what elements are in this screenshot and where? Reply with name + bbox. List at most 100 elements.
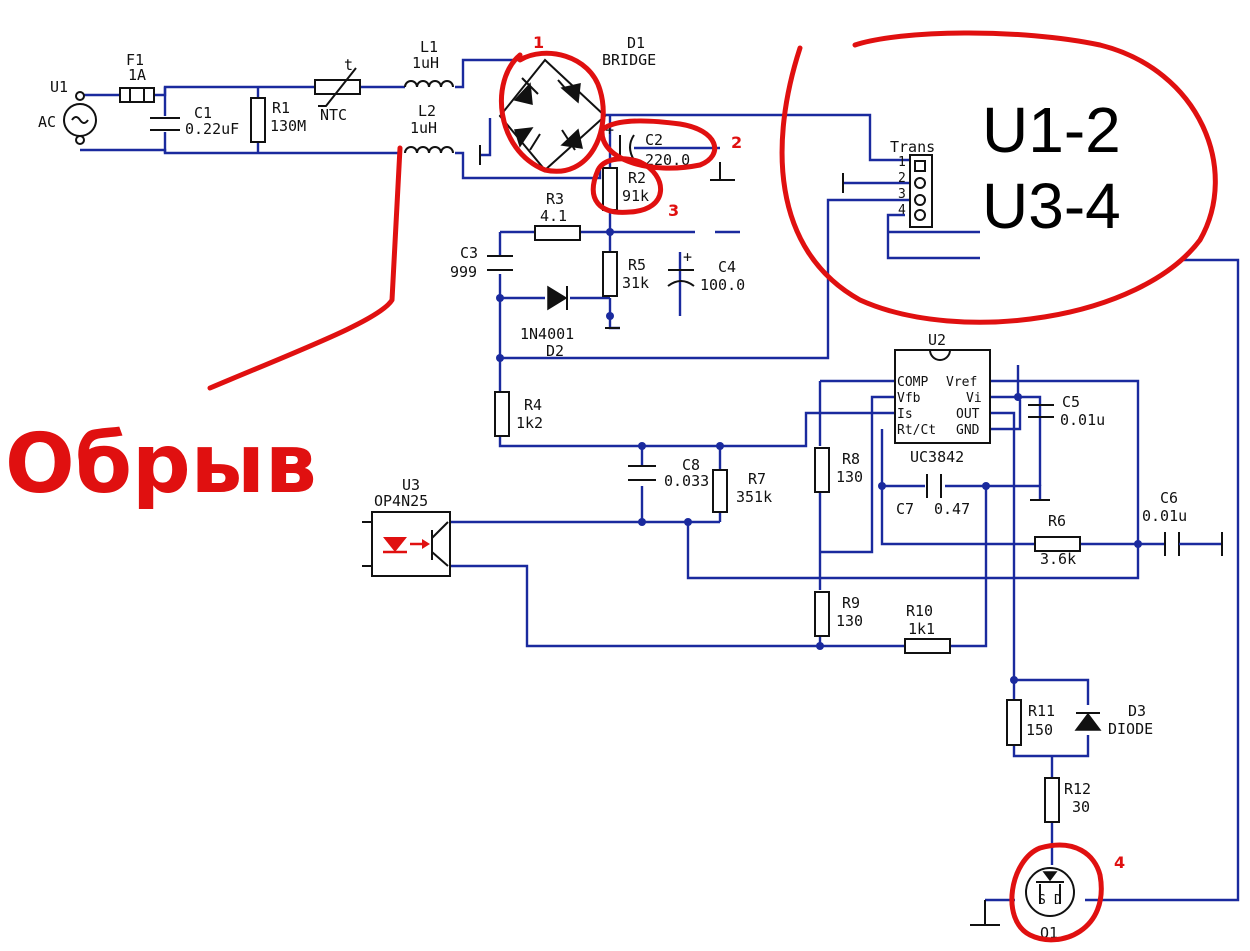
c3-value: 999 [450,263,477,281]
resistor-r1: R1 130M [250,97,306,143]
marker-1: 1 [533,33,544,52]
d1-ref: D1 [627,34,645,52]
r7-value: 351k [736,488,772,506]
r1-ref: R1 [272,99,290,117]
d2-ref: D2 [546,342,564,360]
capacitor-c8: C8 0.033 [628,456,709,490]
d3-ref: D3 [1128,702,1146,720]
trans-ref: Trans [890,138,935,156]
r11-ref: R11 [1028,702,1055,720]
r10-value: 1k1 [908,620,935,638]
svg-text:OUT: OUT [956,407,980,422]
trans-note-line1: U1-2 [982,94,1121,166]
r4-value: 1k2 [516,414,543,432]
c5-ref: C5 [1062,393,1080,411]
d1-value: BRIDGE [602,51,656,69]
svg-text:1: 1 [898,155,906,170]
u1-ref: U1 [50,78,68,96]
resistor-r8: R8 130 [814,447,863,493]
c4-ref: C4 [718,258,736,276]
capacitor-c5: C5 0.01u [1028,393,1105,501]
capacitor-c7: C7 0.47 [896,474,970,518]
capacitor-c3: C3 999 [450,244,513,281]
r11-value: 150 [1026,721,1053,739]
r2-ref: R2 [628,169,646,187]
resistor-r5: R5 31k [602,251,649,297]
r7-ref: R7 [748,470,766,488]
c8-ref: C8 [682,456,700,474]
l2-ref: L2 [418,102,436,120]
l1-value: 1uH [412,54,439,72]
l2-value: 1uH [410,119,437,137]
diode-d2: 1N4001 D2 [520,285,574,360]
r2-value: 91k [622,187,649,205]
svg-text:4: 4 [898,203,906,218]
ntc-thermistor: t NTC [314,56,361,124]
r6-value: 3.6k [1040,550,1076,568]
svg-text:Vi: Vi [966,391,982,406]
inductor-l2: L2 1uH [404,102,454,154]
u3-ref: U3 [402,476,420,494]
svg-text:2: 2 [898,171,906,186]
svg-text:Vfb: Vfb [897,391,921,406]
svg-text:GND: GND [956,423,980,438]
resistor-r12: R12 30 [1044,777,1091,823]
c8-value: 0.033 [664,472,709,490]
bridge-rectifier-d1: D1 BRIDGE [498,34,656,172]
f1-value: 1A [128,66,146,84]
r5-value: 31k [622,274,649,292]
capacitor-c6: C6 0.01u [1142,489,1223,556]
c1-value: 0.22uF [185,120,239,138]
ground-marks [479,145,844,329]
ntc-value: NTC [320,106,347,124]
c7-ref: C7 [896,500,914,518]
r6-ref: R6 [1048,512,1066,530]
r9-value: 130 [836,612,863,630]
marker-3: 3 [668,201,679,220]
resistor-r7: R7 351k [712,469,772,513]
resistor-r9: R9 130 [814,591,863,637]
svg-text:D: D [1054,893,1062,908]
trans-note-line2: U3-4 [982,170,1121,242]
svg-text:3: 3 [898,187,906,202]
d3-value: DIODE [1108,720,1153,738]
ntc-t: t [344,56,353,74]
inductor-l1: L1 1uH [404,38,454,88]
svg-text:+: + [683,248,692,266]
r4-ref: R4 [524,396,542,414]
f1-ref: F1 [126,51,144,69]
break-note: Обрыв [5,417,317,512]
ic-u2-uc3842: U2 COMP Vref Vfb Vi Is OUT Rt/Ct GND UC3… [894,331,991,466]
u3-value: OP4N25 [374,492,428,510]
svg-text:+: + [605,121,614,139]
r1-value: 130M [270,117,306,135]
c6-value: 0.01u [1142,507,1187,525]
r9-ref: R9 [842,594,860,612]
svg-text:S: S [1038,893,1046,908]
resistor-r10: R10 1k1 [904,602,951,654]
capacitor-c1: C1 0.22uF [150,104,239,138]
transformer-connector: Trans 1 2 3 4 [890,138,935,228]
c5-value: 0.01u [1060,411,1105,429]
svg-text:COMP: COMP [897,375,928,390]
u2-value: UC3842 [910,448,964,466]
r10-ref: R10 [906,602,933,620]
marker-2: 2 [731,133,742,152]
resistor-r2: R2 91k [602,167,649,211]
c3-ref: C3 [460,244,478,262]
c2-ref: C2 [645,131,663,149]
red-annotations: 1 2 3 4 U1-2 U3-4 Обрыв [5,30,1218,943]
u1-value: AC [38,113,56,131]
r3-ref: R3 [546,190,564,208]
r5-ref: R5 [628,256,646,274]
r8-value: 130 [836,468,863,486]
marker-4: 4 [1114,853,1125,872]
ac-source-u1: U1 AC [38,78,97,145]
l1-ref: L1 [420,38,438,56]
svg-text:Vref: Vref [946,375,977,390]
c7-value: 0.47 [934,500,970,518]
diode-d3: D3 DIODE [1074,702,1153,738]
c2-value: 220.0 [645,151,690,169]
u2-ref: U2 [928,331,946,349]
